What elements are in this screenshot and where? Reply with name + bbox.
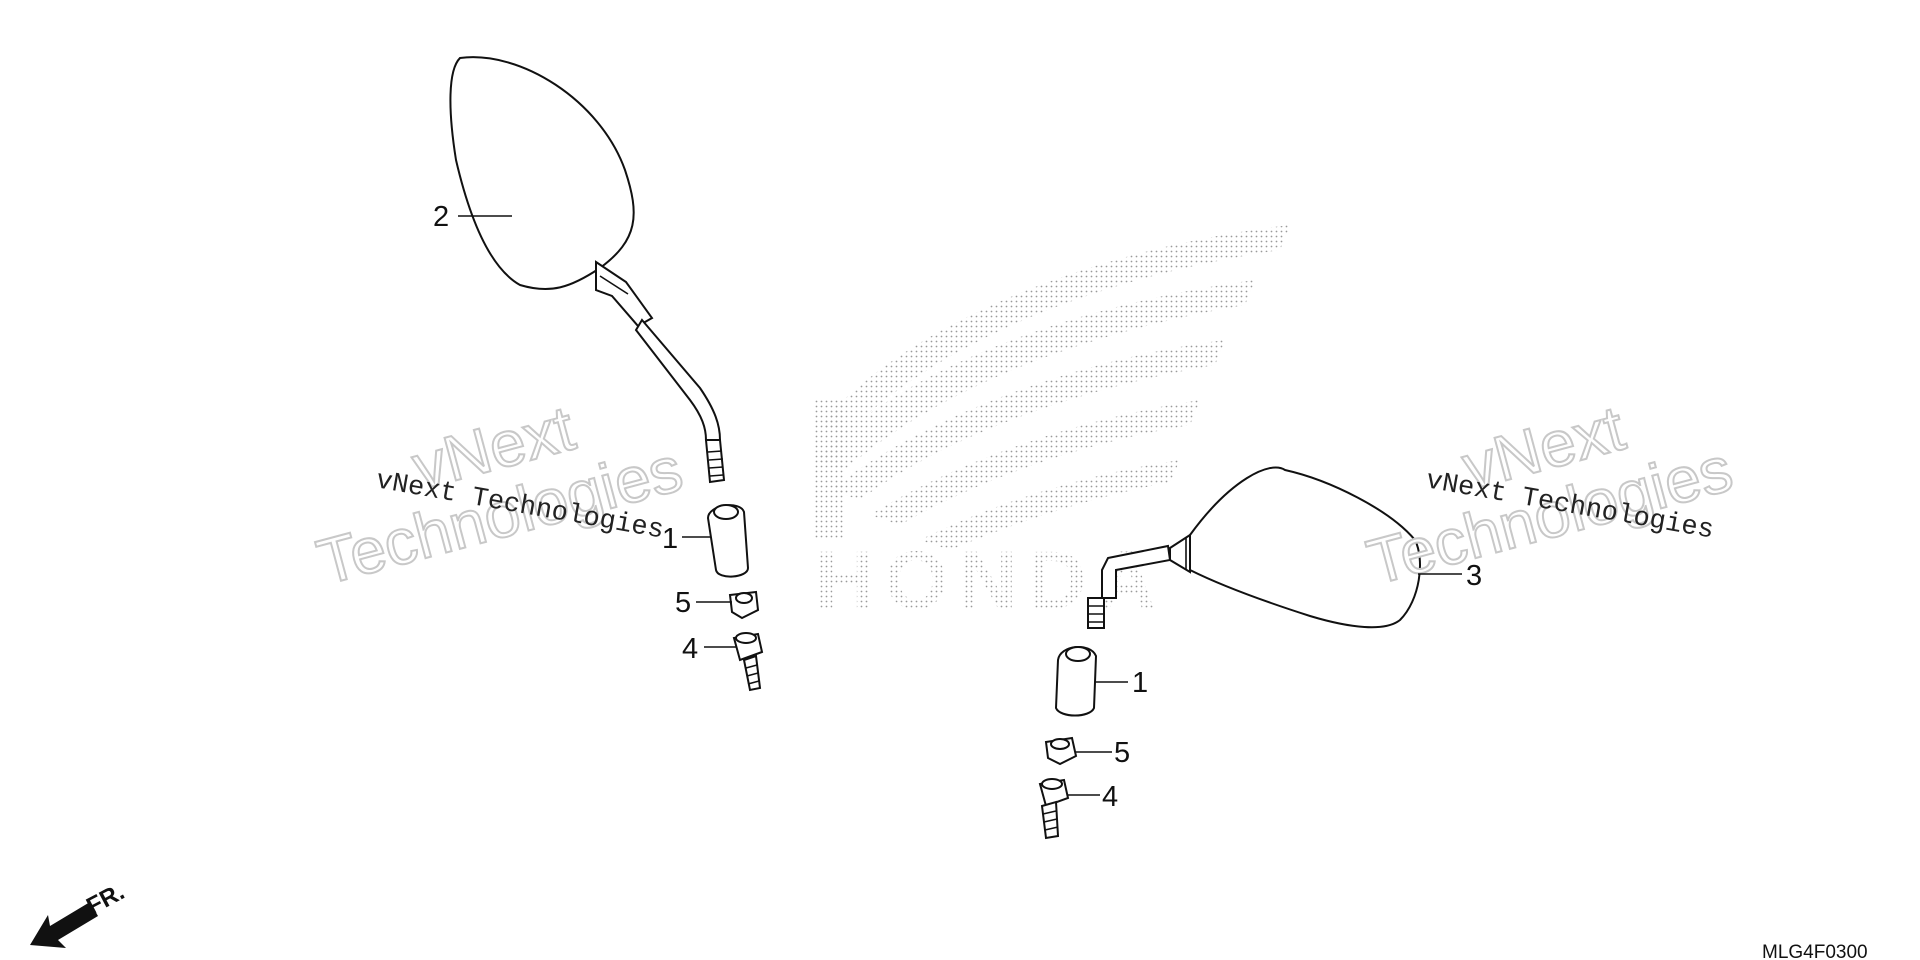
callouts: 2 1 5 4 3 1 5 4	[433, 201, 1482, 813]
callout-left-bolt: 4	[682, 633, 698, 665]
right-mirror	[1087, 466, 1421, 629]
callout-left-mirror: 2	[433, 201, 449, 233]
callout-right-nut: 5	[1114, 737, 1130, 769]
callout-left-nut: 5	[675, 587, 691, 619]
right-bolt	[1038, 778, 1070, 840]
callout-left-cover: 1	[662, 523, 678, 555]
left-bolt	[732, 632, 764, 692]
left-nut	[728, 590, 760, 620]
left-mirror-cover	[706, 504, 750, 578]
watermark-left: vNext Technologies vNext Technologies	[309, 391, 690, 600]
callout-right-cover: 1	[1132, 667, 1148, 699]
diagram-code: MLG4F0300	[1762, 942, 1868, 960]
honda-wing-logo	[815, 225, 1290, 550]
watermark-right: vNext Technologies vNext Technologies	[1359, 391, 1740, 600]
right-mirror-cover	[1054, 646, 1098, 717]
front-direction-arrow: FR.	[30, 878, 129, 948]
callout-right-bolt: 4	[1102, 781, 1118, 813]
right-nut	[1044, 736, 1078, 766]
callout-right-mirror: 3	[1466, 560, 1482, 592]
left-mirror	[449, 56, 726, 484]
